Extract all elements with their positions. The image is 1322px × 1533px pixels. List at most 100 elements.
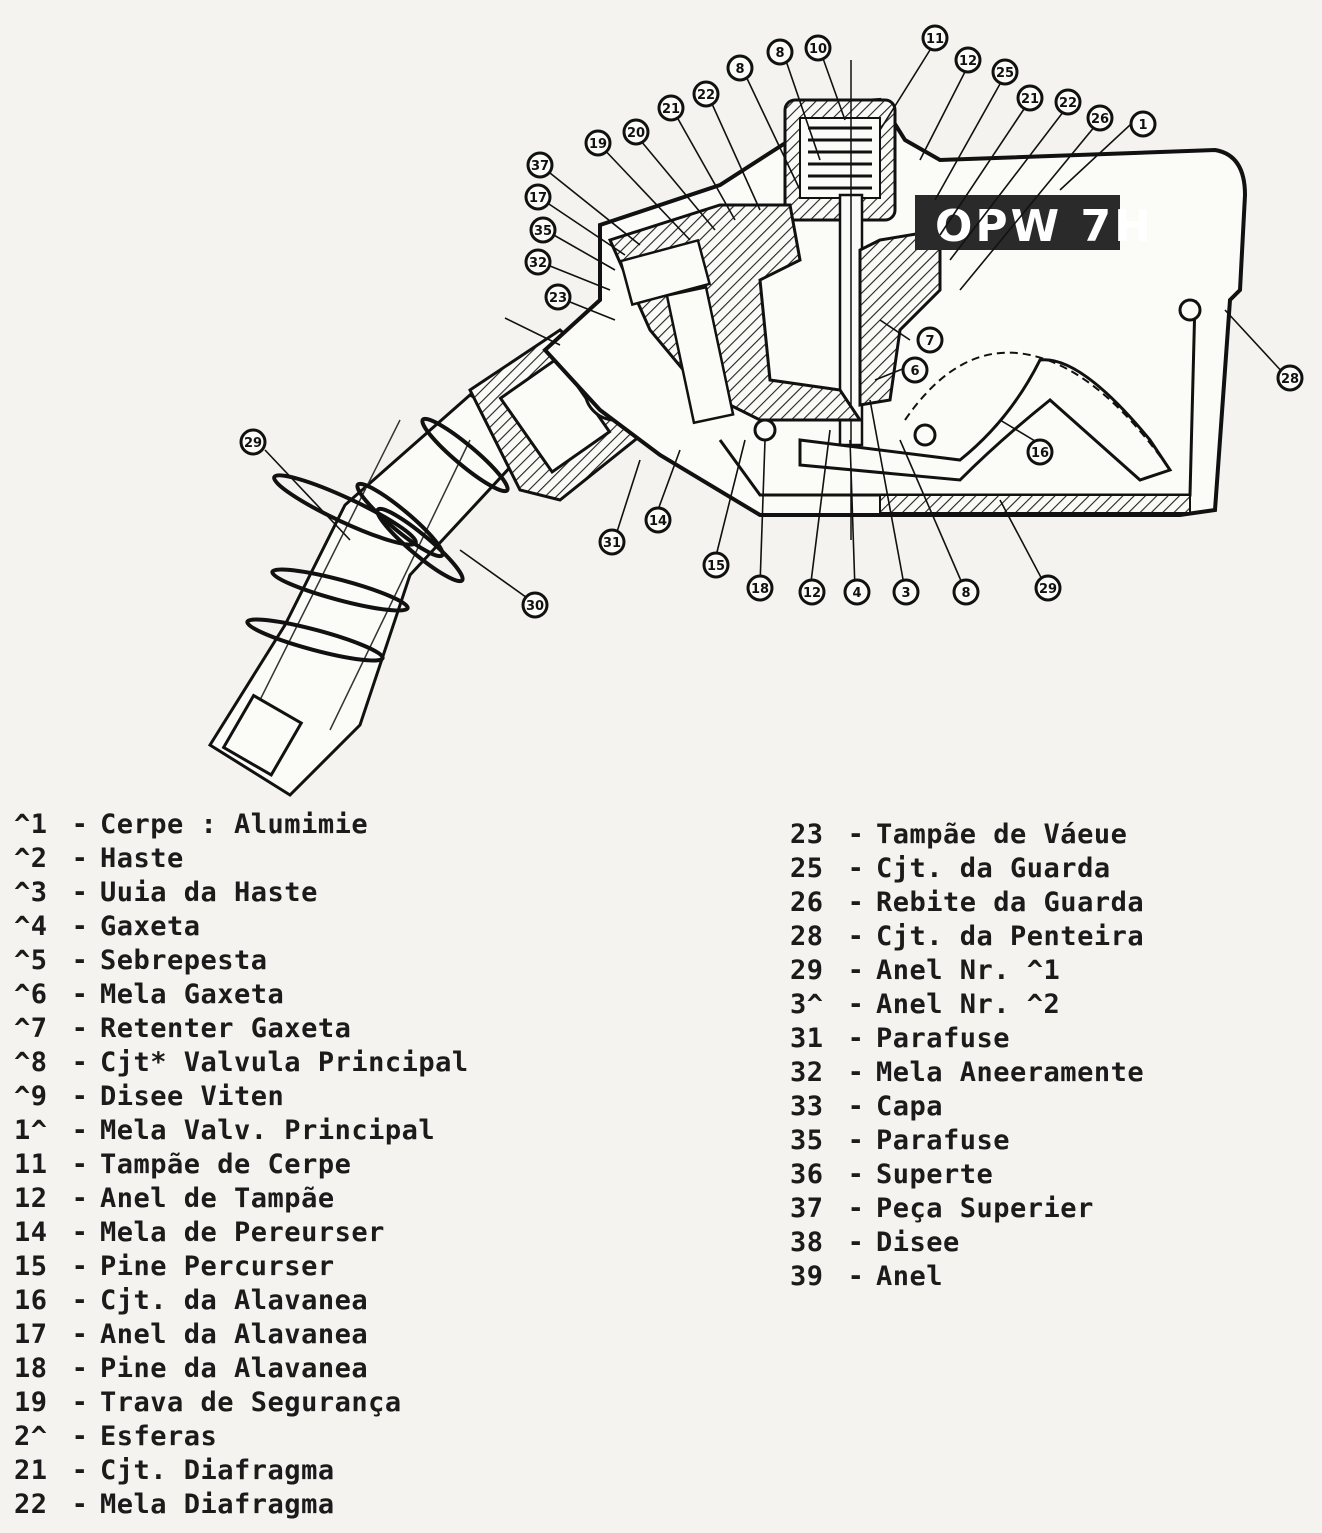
callout-top-8b: 8	[726, 54, 754, 82]
legend-part-name: Retenter Gaxeta	[100, 1013, 352, 1044]
legend-item: ^9-Disee Viten	[14, 1080, 469, 1114]
legend-item: 33-Capa	[790, 1090, 1144, 1124]
legend-item: 22-Mela Diafragma	[14, 1488, 469, 1522]
callout-label: 6	[910, 364, 919, 379]
legend-number: 35	[790, 1125, 824, 1156]
callout-label: 22	[697, 88, 715, 103]
legend-item: ^1-Cerpe : Alumimie	[14, 808, 469, 842]
callout-top-1: 1	[1129, 110, 1157, 138]
callout-lft-35: 35	[529, 216, 557, 244]
callout-rt-28: 28	[1276, 364, 1304, 392]
legend-number: 25	[790, 853, 824, 884]
callout-label: 23	[549, 291, 567, 306]
callout-label: 32	[529, 256, 547, 271]
legend-number: 1^	[14, 1115, 48, 1146]
legend-number: 12	[14, 1183, 48, 1214]
callout-circle	[598, 528, 626, 556]
legend-item: 38-Disee	[790, 1226, 1144, 1260]
callout-label: 37	[531, 159, 549, 174]
callout-bot-14: 14	[644, 506, 672, 534]
legend-part-name: Anel	[876, 1261, 944, 1292]
callout-label: 8	[775, 46, 784, 61]
legend-dash: -	[71, 1421, 89, 1452]
legend-item: 35-Parafuse	[790, 1124, 1144, 1158]
legend-dash: -	[847, 1261, 865, 1292]
callout-circle	[1276, 364, 1304, 392]
legend-number: 23	[790, 819, 824, 850]
body-stamp: OPW 7H	[935, 201, 1154, 252]
legend-dash: -	[847, 1125, 865, 1156]
legend-dash: -	[71, 1081, 89, 1112]
legend-part-name: Uuia da Haste	[100, 877, 318, 908]
legend-item: ^4-Gaxeta	[14, 910, 469, 944]
callout-top-12: 12	[954, 46, 982, 74]
legend-dash: -	[847, 921, 865, 952]
callout-bot-29: 29	[1034, 574, 1062, 602]
callout-label: 30	[526, 599, 544, 614]
callout-circle	[952, 578, 980, 606]
callout-bot-8: 8	[952, 578, 980, 606]
legend-item: ^7-Retenter Gaxeta	[14, 1012, 469, 1046]
legend-part-name: Cerpe : Alumimie	[100, 809, 369, 840]
legend-item: 36-Superte	[790, 1158, 1144, 1192]
legend-number: 33	[790, 1091, 824, 1122]
legend-part-name: Mela de Pereurser	[100, 1217, 385, 1248]
legend-dash: -	[71, 1047, 89, 1078]
callout-label: 8	[961, 586, 970, 601]
callout-circle	[901, 356, 929, 384]
legend-number: ^2	[14, 843, 48, 874]
callout-label: 19	[589, 137, 607, 152]
legend-part-name: Anel Nr. ^1	[876, 955, 1061, 986]
spout-rings	[245, 416, 510, 663]
legend-part-name: Cjt. Diafragma	[100, 1455, 335, 1486]
legend-dash: -	[71, 1183, 89, 1214]
callout-label: 1	[1138, 118, 1147, 133]
legend-dash: -	[847, 819, 865, 850]
legend-part-name: Pine Percurser	[100, 1251, 335, 1282]
legend-dash: -	[71, 877, 89, 908]
legend-dash: -	[847, 989, 865, 1020]
legend-item: 12-Anel de Tampãe	[14, 1182, 469, 1216]
legend-dash: -	[71, 809, 89, 840]
legend-item: 18-Pine da Alavanea	[14, 1352, 469, 1386]
legend-part-name: Cjt. da Alavanea	[100, 1285, 369, 1316]
legend-item: 15-Pine Percurser	[14, 1250, 469, 1284]
callout-bot-3: 3	[892, 578, 920, 606]
legend-part-name: Gaxeta	[100, 911, 201, 942]
callout-circle	[657, 94, 685, 122]
legend-item: 39-Anel	[790, 1260, 1144, 1294]
callout-lft-20: 20	[622, 118, 650, 146]
callout-label: 17	[529, 191, 547, 206]
callout-top-11: 11	[921, 24, 949, 52]
callout-circle	[766, 38, 794, 66]
callout-label: 3	[901, 586, 910, 601]
legend-dash: -	[847, 1091, 865, 1122]
legend-number: ^8	[14, 1047, 48, 1078]
legend-part-name: Tampãe de Váeue	[876, 819, 1128, 850]
cap-spring	[808, 126, 872, 190]
legend-item: ^8-Cjt* Valvula Principal	[14, 1046, 469, 1080]
legend-number: 17	[14, 1319, 48, 1350]
callout-lft-17: 17	[524, 183, 552, 211]
legend-dash: -	[71, 979, 89, 1010]
callout-circle	[526, 151, 554, 179]
callout-label: 11	[926, 32, 944, 47]
callout-circle	[524, 183, 552, 211]
callout-circle	[1054, 88, 1082, 116]
callout-top-22: 22	[1054, 88, 1082, 116]
spout	[207, 393, 543, 797]
legend-number: 31	[790, 1023, 824, 1054]
callout-lft-19: 19	[584, 129, 612, 157]
callout-circle	[692, 80, 720, 108]
legend-number: 22	[14, 1489, 48, 1520]
callout-label: 16	[1031, 446, 1049, 461]
legend-dash: -	[71, 1217, 89, 1248]
callout-top-26: 26	[1086, 104, 1114, 132]
legend-item: ^3-Uuia da Haste	[14, 876, 469, 910]
callout-label: 22	[1059, 96, 1077, 111]
legend-part-name: Esferas	[100, 1421, 218, 1452]
legend-number: 16	[14, 1285, 48, 1316]
legend-part-name: Cjt* Valvula Principal	[100, 1047, 469, 1078]
legend-number: 19	[14, 1387, 48, 1418]
